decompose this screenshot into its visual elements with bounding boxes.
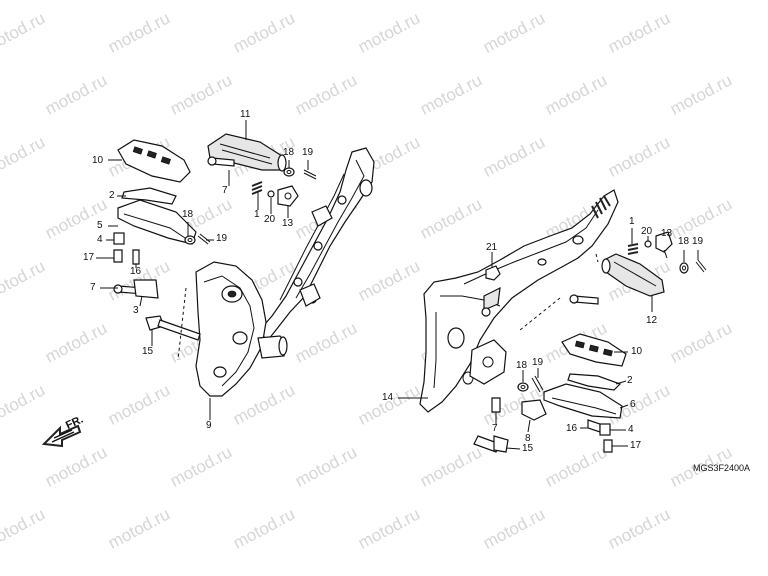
callout-right-20: 20 (641, 226, 653, 237)
callout-left-19: 19 (302, 147, 314, 158)
callout-left-18b: 18 (182, 209, 194, 220)
callout-left-10: 10 (92, 155, 104, 166)
callout-right-18b: 18 (516, 360, 528, 371)
callout-left-7b: 7 (90, 282, 96, 293)
callout-left-3: 3 (133, 305, 139, 316)
callout-left-11: 11 (240, 109, 251, 120)
callout-right-16: 16 (566, 423, 578, 434)
callout-right-1: 1 (629, 216, 635, 227)
callout-right-13: 13 (661, 228, 673, 239)
callout-right-12: 12 (646, 315, 658, 326)
callout-right-18: 18 (678, 236, 690, 247)
left-footpeg-bracket-assembly (96, 120, 375, 420)
callout-right-2: 2 (627, 375, 633, 386)
callout-left-18: 18 (283, 147, 295, 158)
callout-right-19: 19 (692, 236, 704, 247)
left-bracket-hanger (195, 261, 267, 397)
left-footpeg-plate (121, 187, 177, 205)
right-footpeg-bracket-assembly (398, 189, 707, 453)
callout-left-5: 5 (97, 220, 103, 231)
callout-left-2: 2 (109, 190, 115, 201)
callout-left-9: 9 (206, 420, 212, 431)
callout-right-10: 10 (631, 346, 643, 357)
callout-right-4: 4 (628, 424, 634, 435)
callout-left-4: 4 (97, 234, 103, 245)
callout-left-15: 15 (142, 346, 154, 357)
callout-left-7a: 7 (222, 185, 228, 196)
callout-right-15: 15 (522, 443, 534, 454)
callout-left-17: 17 (83, 252, 95, 263)
callout-right-6: 6 (630, 399, 636, 410)
callout-right-14: 14 (382, 392, 394, 403)
callout-right-21: 21 (486, 242, 498, 253)
right-bracket (419, 189, 619, 413)
callout-right-17: 17 (630, 440, 642, 451)
callout-left-1: 1 (254, 209, 260, 220)
left-footpeg-rubber (117, 139, 191, 183)
callout-left-20: 20 (264, 214, 276, 225)
callout-right-7: 7 (492, 423, 498, 434)
callout-left-19b: 19 (216, 233, 228, 244)
front-direction-arrow (41, 424, 82, 448)
diagram-reference-code: MGS3F2400A (693, 463, 751, 473)
callout-right-8: 8 (525, 433, 531, 444)
callout-right-19b: 19 (532, 357, 544, 368)
right-passenger-footpeg (603, 253, 665, 297)
callout-left-13: 13 (282, 218, 294, 229)
right-cap-21 (485, 265, 501, 281)
callout-left-16: 16 (130, 266, 142, 277)
